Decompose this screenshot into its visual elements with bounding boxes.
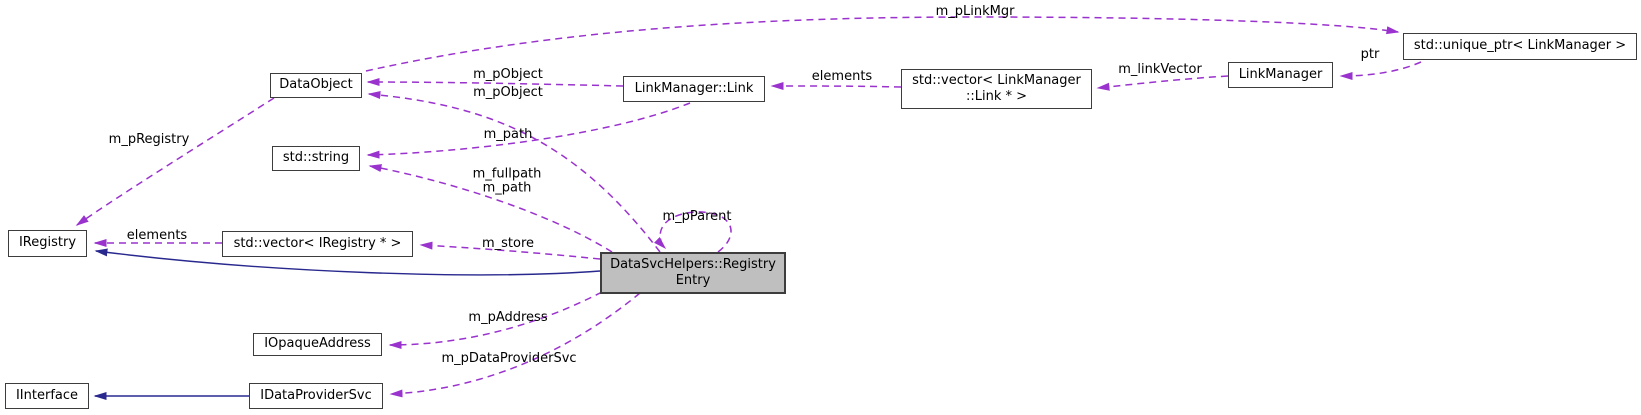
node-dataobject[interactable]: DataObject	[270, 73, 362, 98]
edge-label-m-pparent: m_pParent	[662, 209, 732, 225]
edge-ptr	[1339, 61, 1422, 80]
edge-label-m-pobject-from-entry: m_pObject	[473, 85, 543, 101]
edge-label-m-fullpath-m-path: m_fullpath m_path	[472, 166, 542, 195]
node-std-vector-iregistry[interactable]: std::vector< IRegistry * >	[222, 231, 413, 257]
node-iinterface[interactable]: IInterface	[5, 383, 89, 409]
node-linkmanager[interactable]: LinkManager	[1228, 62, 1333, 88]
edge-label-m-linkvector: m_linkVector	[1118, 62, 1202, 78]
edge-label-m-pdataprovidersvc: m_pDataProviderSvc	[441, 351, 577, 367]
edge-label-m-pobject-from-link: m_pObject	[473, 67, 543, 83]
edge-label-m-store: m_store	[481, 236, 535, 252]
edge-m-linkvector	[1096, 75, 1229, 91]
node-std-unique-ptr-linkmanager[interactable]: std::unique_ptr< LinkManager >	[1403, 33, 1637, 60]
edge-label-m-path-from-link: m_path	[483, 127, 533, 143]
node-iregistry[interactable]: IRegistry	[8, 230, 87, 257]
node-linkmanager-link[interactable]: LinkManager::Link	[623, 76, 765, 102]
edge-label-m-pregistry: m_pRegistry	[108, 132, 190, 148]
edge-elements-links	[770, 82, 902, 91]
node-datasvchelpers-registryentry[interactable]: DataSvcHelpers::Registry Entry	[600, 252, 786, 294]
edge-label-m-paddress: m_pAddress	[468, 310, 548, 326]
node-idataprovidersvc[interactable]: IDataProviderSvc	[249, 383, 383, 409]
node-std-string[interactable]: std::string	[272, 146, 360, 171]
edge-m-pdataprovidersvc	[389, 292, 641, 398]
node-std-vector-linkmanager-link[interactable]: std::vector< LinkManager ::Link * >	[901, 69, 1092, 109]
node-iopaqueaddress[interactable]: IOpaqueAddress	[253, 333, 382, 356]
edge-m-pregistry	[75, 97, 275, 226]
edge-label-m-plinkmgr: m_pLinkMgr	[935, 4, 1015, 20]
edge-label-ptr: ptr	[1360, 47, 1380, 63]
edge-label-elements-links: elements	[811, 69, 873, 85]
edge-label-elements-registries: elements	[126, 228, 188, 244]
